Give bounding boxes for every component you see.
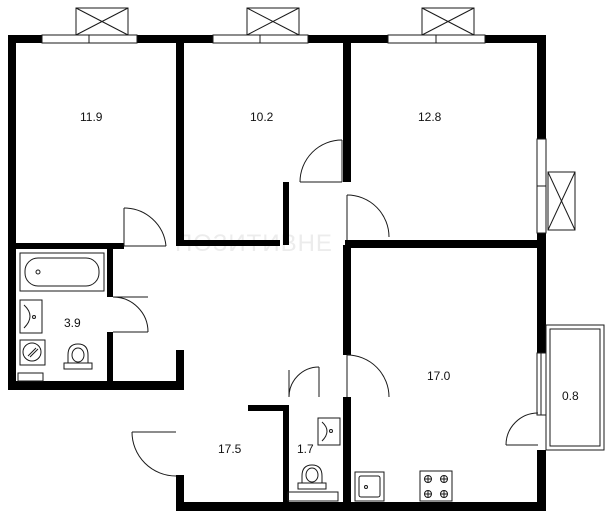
wall-hall-left-lower — [176, 475, 184, 511]
wall-kitchen-left — [343, 245, 351, 355]
room-area-wc: 1.7 — [297, 442, 314, 456]
toilet-icon — [63, 343, 93, 370]
windows — [41, 7, 576, 416]
stove-icon — [419, 470, 453, 502]
wall-hall-left-upper — [176, 350, 184, 390]
wall-right-mid — [537, 233, 546, 353]
wall-wc-top — [248, 405, 288, 411]
bathtub-icon — [19, 252, 105, 292]
wall-bath-right-upper — [107, 249, 113, 297]
room-area-bedroom-2: 10.2 — [250, 110, 274, 124]
doors — [112, 139, 390, 477]
balcony — [505, 324, 605, 451]
wall-left — [8, 35, 16, 389]
room-area-bedroom-3: 12.8 — [418, 110, 442, 124]
kitchen-sink-icon — [354, 471, 385, 502]
room-area-kitchen-living: 17.0 — [427, 369, 451, 383]
wall-bed2-bed3 — [343, 43, 351, 182]
fixtures — [17, 252, 453, 502]
room-area-bedroom-1: 11.9 — [80, 110, 103, 124]
wall-bed1-bed2 — [176, 43, 184, 245]
wall-wc-left — [283, 405, 289, 507]
room-area-bathroom: 3.9 — [64, 316, 81, 330]
area-labels: 11.9 10.2 12.8 3.9 17.0 0.8 17.5 1.7 — [64, 110, 579, 456]
wall-right-bottom — [537, 450, 546, 511]
wall-bed2-door-post — [283, 182, 289, 245]
wall-bath-top — [16, 243, 124, 249]
wall-right-top — [537, 35, 546, 139]
wall-bed2-bottom — [176, 240, 280, 246]
room-area-hallway: 17.5 — [218, 442, 242, 456]
washing-machine-icon — [19, 339, 46, 366]
wall-bath-right-lower — [107, 332, 113, 386]
walls — [8, 35, 546, 511]
sink-icon — [19, 299, 43, 334]
wc-sink-icon — [317, 417, 341, 446]
wall-kitchen-left-lower — [343, 397, 351, 507]
wall-bed3-bottom — [345, 240, 537, 248]
wc-toilet-icon — [297, 464, 327, 490]
room-area-balcony: 0.8 — [562, 389, 579, 403]
wall-bottom-left — [8, 381, 183, 390]
wall-bottom — [176, 502, 546, 511]
